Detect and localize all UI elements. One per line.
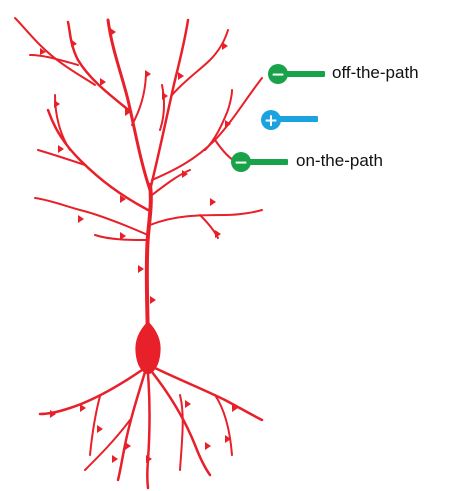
apical-branch xyxy=(68,22,131,112)
on-the-path-label: on-the-path xyxy=(296,151,383,171)
minus-sign: − xyxy=(234,153,248,173)
plus-sign: + xyxy=(264,111,278,131)
apical-branch xyxy=(132,75,146,125)
soma xyxy=(136,322,160,374)
spines xyxy=(40,28,238,463)
apical-branch xyxy=(15,18,95,85)
spine xyxy=(150,296,156,304)
spine xyxy=(80,404,86,412)
spine xyxy=(125,442,131,450)
spine xyxy=(110,28,116,36)
apical-branch xyxy=(205,90,232,150)
synapse-stem xyxy=(278,116,318,122)
spine xyxy=(58,145,64,153)
spine xyxy=(178,72,184,80)
spine xyxy=(97,425,103,433)
off-the-path-label: off-the-path xyxy=(332,63,419,83)
synapse-stem xyxy=(248,159,288,165)
basal-dendrite xyxy=(180,395,183,470)
spine xyxy=(222,42,228,50)
basal-dendrite xyxy=(155,368,262,420)
minus-sign: − xyxy=(271,65,285,85)
spine xyxy=(100,78,106,86)
inhibitory-synapse-on-path: − xyxy=(231,152,288,173)
spine xyxy=(210,198,216,206)
spine xyxy=(162,92,168,100)
excitatory-synapse: + xyxy=(261,110,318,131)
spine xyxy=(54,100,60,108)
apical-branch xyxy=(160,85,164,130)
basal-dendrite xyxy=(40,370,142,414)
apical-branch xyxy=(108,20,150,190)
apical-trunk xyxy=(147,185,151,340)
spine xyxy=(78,215,84,223)
spine xyxy=(112,455,118,463)
basal-dendrite xyxy=(147,374,149,488)
spine xyxy=(185,400,191,408)
basal-dendrite xyxy=(118,372,145,480)
spine xyxy=(145,70,151,78)
spine xyxy=(138,265,144,273)
spine xyxy=(71,40,77,47)
spine xyxy=(205,442,211,450)
basal-dendrite xyxy=(215,395,232,455)
synapse-stem xyxy=(285,71,325,77)
neuron xyxy=(15,18,262,488)
apical-branch xyxy=(35,198,148,235)
basal-dendrite xyxy=(90,396,100,455)
inhibitory-synapse-off-path: − xyxy=(268,64,325,85)
